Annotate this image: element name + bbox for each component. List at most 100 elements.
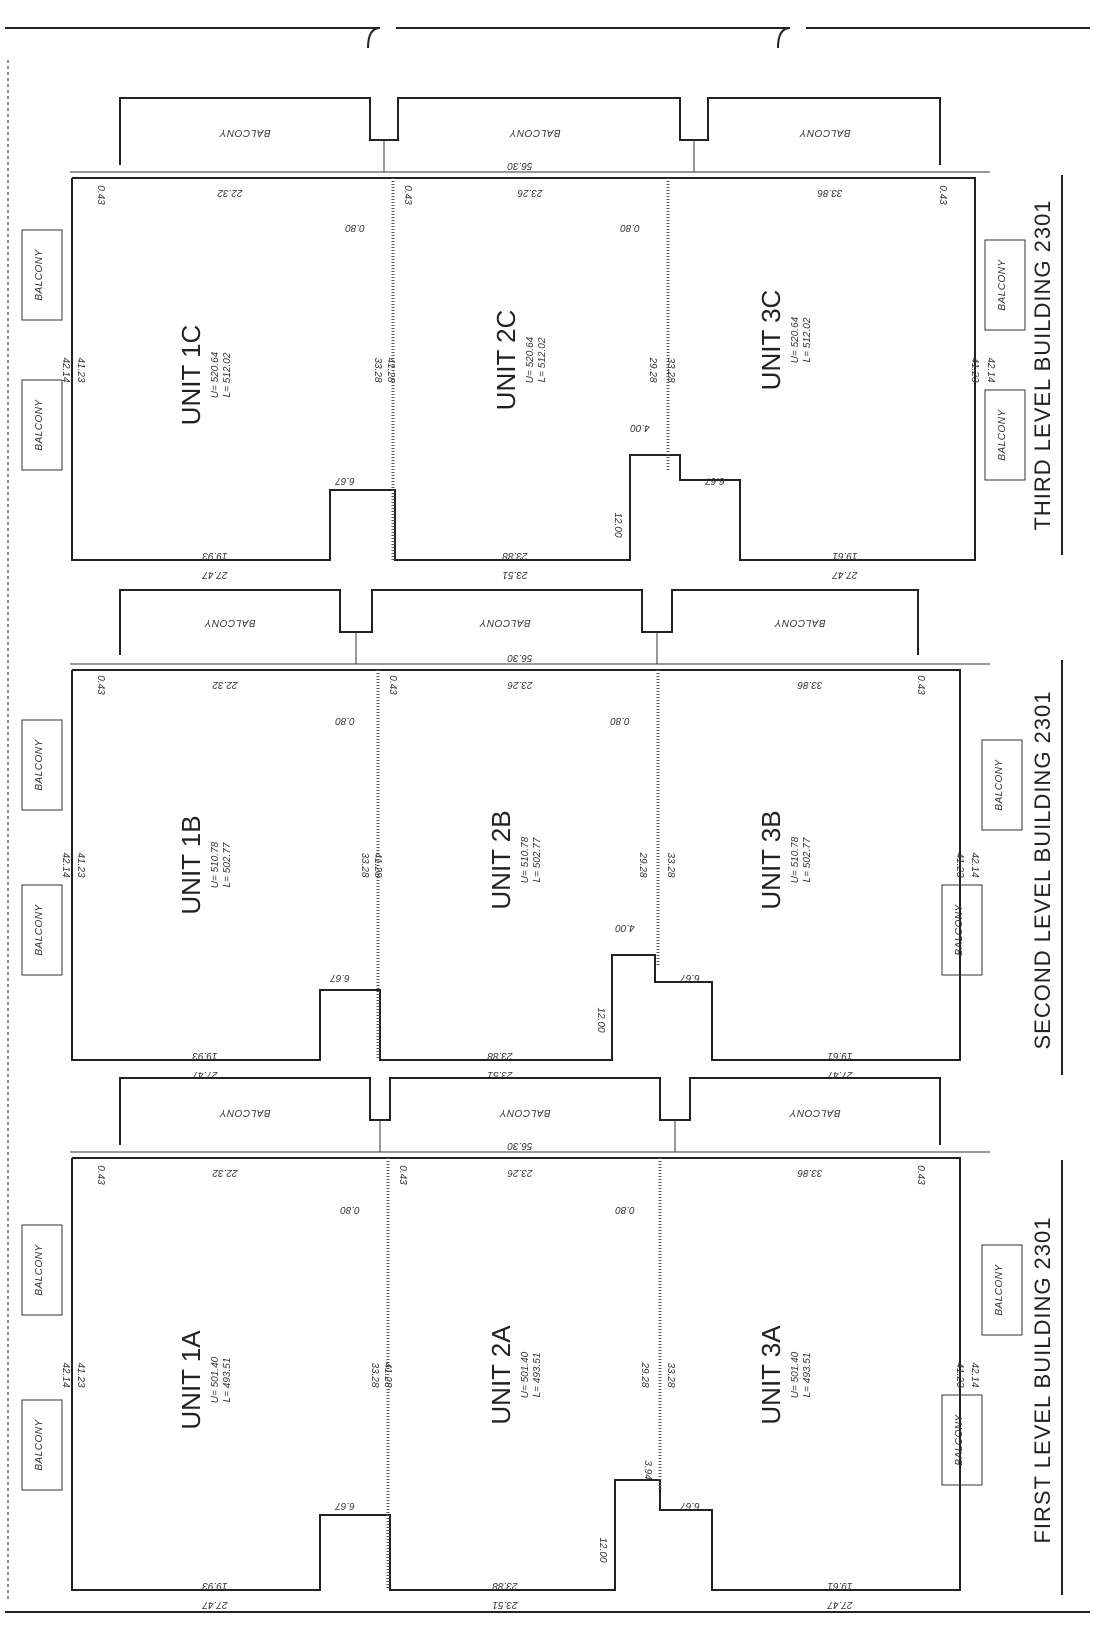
dim-bottom: 27.47 [202, 1599, 228, 1610]
dim-side: 42.14 [985, 357, 996, 382]
dim-partition: 29.28 [647, 356, 658, 382]
dim-top: 23.26 [507, 679, 533, 690]
dim-step: 6.67 [330, 972, 350, 983]
dim-partition: 33.28 [665, 1362, 676, 1387]
dim-partition: 33.28 [665, 852, 676, 877]
dim-partition: 29.28 [637, 851, 648, 877]
dim-top: 22.32 [212, 1167, 238, 1178]
dim-step: 6.67 [680, 972, 700, 983]
dim-edge: 0.43 [387, 675, 398, 695]
balcony-label: BALCONY [219, 1107, 271, 1118]
level-title: SECOND LEVEL BUILDING 2301 [1030, 691, 1055, 1050]
unit-area: L= 502.77 [222, 842, 233, 887]
unit-label: UNIT 1B [176, 815, 206, 914]
dim-top: 22.32 [217, 187, 243, 198]
dim-edge: 0.43 [397, 1165, 408, 1185]
dim-overall: 56.30 [507, 1140, 532, 1151]
dim-bottom: 19.93 [202, 1580, 227, 1591]
balcony-label: BALCONY [34, 739, 45, 791]
dim-partition: 33.28 [359, 852, 370, 877]
balcony-label: BALCONY [34, 399, 45, 451]
unit-area: U= 520.64 [210, 351, 221, 398]
dim-partition: 33.28 [372, 357, 383, 382]
balcony-label: BALCONY [774, 617, 826, 628]
balcony-label: BALCONY [799, 127, 851, 138]
balcony-label: BALCONY [34, 904, 45, 956]
unit-area: L= 512.02 [537, 337, 548, 382]
dim-bottom: 23.51 [492, 1599, 518, 1610]
balcony-label: BALCONY [34, 249, 45, 301]
unit-label: UNIT 2C [491, 310, 521, 411]
unit-label: UNIT 2B [486, 810, 516, 909]
balcony-label: BALCONY [34, 1244, 45, 1296]
balcony-label: BALCONY [499, 1107, 551, 1118]
dim-bottom: 19.61 [832, 550, 857, 561]
unit-label: UNIT 3A [756, 1325, 786, 1425]
balcony-label: BALCONY [789, 1107, 841, 1118]
dim-step: 6.67 [335, 475, 355, 486]
unit-label: UNIT 2A [486, 1325, 516, 1425]
balcony-label: BALCONY [509, 127, 561, 138]
dim-edge: 0.80 [340, 1204, 360, 1215]
unit-area: U= 520.64 [790, 316, 801, 363]
dim-edge: 0.43 [402, 185, 413, 205]
dim-bottom: 27.47 [827, 1069, 853, 1080]
unit-area: L= 493.51 [802, 1353, 813, 1398]
unit-area: U= 501.40 [210, 1356, 221, 1403]
balcony-label: BALCONY [994, 1264, 1005, 1316]
dim-partition: 33.28 [369, 1362, 380, 1387]
dim-edge: 0.43 [95, 675, 106, 695]
unit-label: UNIT 1A [176, 1330, 206, 1430]
dim-side: 42.14 [60, 852, 71, 877]
dim-edge: 0.43 [95, 1165, 106, 1185]
unit-area: U= 510.78 [520, 836, 531, 883]
side-balconies: BALCONY BALCONY BALCONY BALCONY [21, 229, 1026, 481]
unit-area: U= 501.40 [520, 1351, 531, 1398]
level-third: BALCONY BALCONY BALCONY 56.30 22.32 23.2… [21, 97, 1063, 580]
balcony-label: BALCONY [994, 759, 1005, 811]
dim-bottom: 19.93 [192, 1050, 217, 1061]
dim-bottom: 19.61 [827, 1580, 852, 1591]
dim-side: 41.23 [969, 357, 980, 382]
unit-area: L= 502.77 [532, 837, 543, 882]
dim-top: 33.86 [817, 187, 842, 198]
dim-partition: 41.28 [385, 357, 396, 382]
unit-area: U= 501.40 [790, 1351, 801, 1398]
dim-edge: 0.43 [937, 185, 948, 205]
level-first: BALCONY BALCONY BALCONY 56.30 22.32 23.2… [21, 1077, 1063, 1610]
dim-side: 41.23 [75, 852, 86, 877]
dim-step: 3.94 [642, 1460, 653, 1480]
unit-label: UNIT 3B [756, 810, 786, 909]
unit-area: L= 512.02 [802, 317, 813, 362]
dim-side: 42.14 [969, 852, 980, 877]
unit-area: L= 502.77 [802, 837, 813, 882]
dim-edge: 0.80 [615, 1204, 635, 1215]
level-title: THIRD LEVEL BUILDING 2301 [1030, 199, 1055, 530]
balcony-label: BALCONY [997, 259, 1008, 311]
dim-edge: 0.43 [915, 1165, 926, 1185]
balcony-label: BALCONY [954, 904, 965, 956]
dim-overall: 56.30 [507, 652, 532, 663]
balcony-label: BALCONY [34, 1419, 45, 1471]
unit-area: L= 493.51 [532, 1353, 543, 1398]
level-second: BALCONY BALCONY BALCONY 56.30 22.32 23.2… [21, 589, 1063, 1080]
balcony-label: BALCONY [204, 617, 256, 628]
dim-top: 33.86 [797, 679, 822, 690]
dim-bottom: 27.47 [192, 1069, 218, 1080]
dim-top: 22.32 [212, 679, 238, 690]
dim-bottom: 19.61 [827, 1050, 852, 1061]
dim-partition: 33.28 [665, 357, 676, 382]
unit-area: L= 493.51 [222, 1358, 233, 1403]
dim-edge: 0.43 [915, 675, 926, 695]
dim-partition: 29.28 [639, 1361, 650, 1387]
dim-step: 12.00 [612, 512, 623, 537]
balcony-label: BALCONY [954, 1414, 965, 1466]
dim-step: 6.67 [705, 475, 725, 486]
dim-bottom: 27.47 [827, 1599, 853, 1610]
top-balcony-row: BALCONY BALCONY BALCONY [119, 97, 941, 172]
dim-side: 42.14 [60, 1362, 71, 1387]
dim-step: 6.67 [335, 1500, 355, 1511]
dim-overall: 56.30 [507, 160, 532, 171]
dim-step: 4.00 [615, 922, 635, 933]
dim-side: 42.14 [60, 357, 71, 382]
